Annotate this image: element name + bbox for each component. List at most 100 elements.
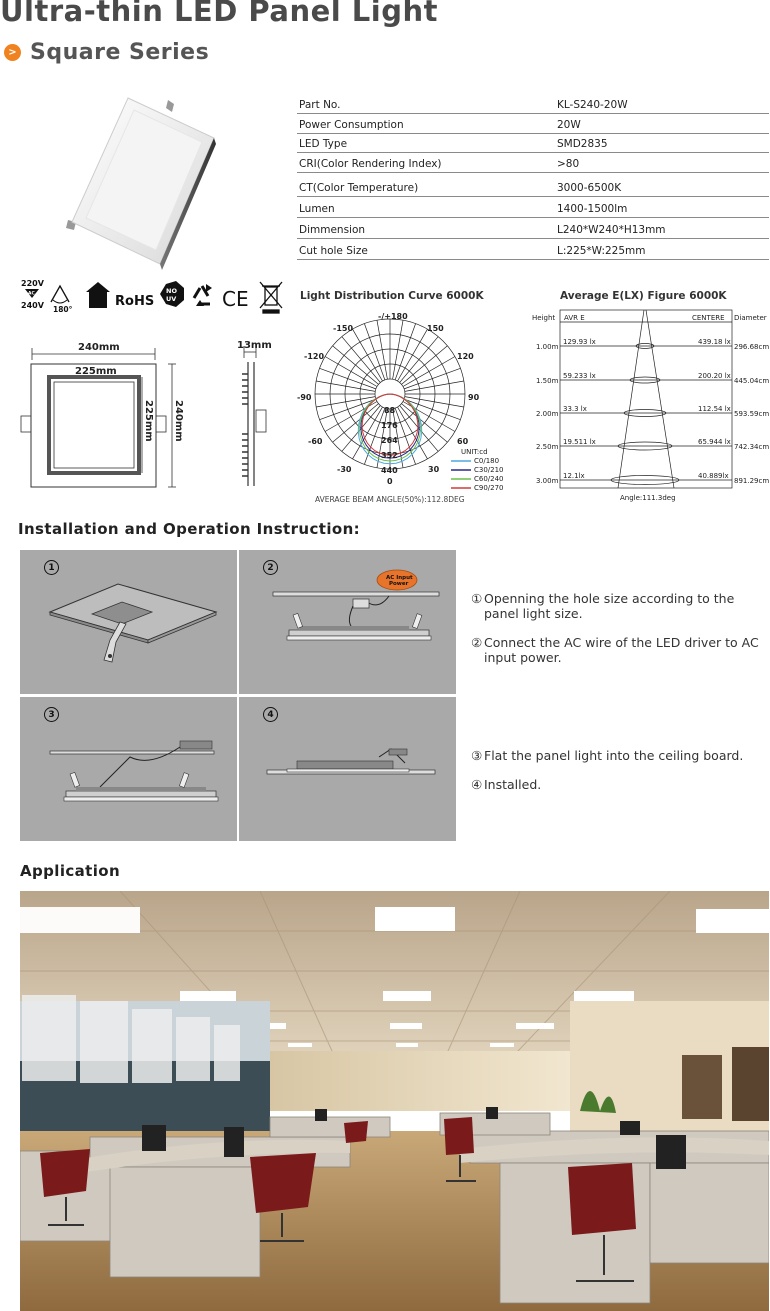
rohs-icon: RoHS [115, 294, 154, 309]
polar-curve-series [361, 393, 419, 456]
polar-spoke [401, 403, 448, 443]
polar-spoke [316, 380, 376, 392]
svg-text:-60: -60 [308, 437, 323, 446]
svg-text:Power: Power [389, 581, 409, 587]
wiring-illustration: AC Input Power [272, 569, 440, 641]
svg-text:180°: 180° [53, 305, 73, 314]
polar-spoke [392, 408, 404, 468]
svg-text:742.34cm: 742.34cm [734, 443, 769, 451]
svg-text:120: 120 [457, 352, 474, 361]
install-step-2-diagram: 2 AC Input Power [239, 550, 456, 694]
polar-spoke [319, 368, 377, 390]
polar-spoke [399, 336, 439, 383]
polar-spoke [332, 345, 379, 385]
polar-spoke [352, 406, 383, 460]
svg-text:200.20 lx: 200.20 lx [698, 372, 731, 380]
install-step-3-diagram: 3 [20, 697, 237, 841]
svg-text:240mm: 240mm [173, 400, 184, 442]
svg-text:UNIT:cd: UNIT:cd [461, 448, 488, 456]
spec-row: Part No.KL-S240-20W [297, 96, 769, 114]
polar-spoke [403, 398, 461, 420]
polar-spoke [394, 407, 416, 465]
polar-grid [314, 318, 466, 470]
install-step-4-diagram: 4 [239, 697, 456, 841]
polar-spoke [341, 336, 381, 383]
polar-spoke [319, 398, 377, 420]
spec-row: CRI(Color Rendering Index)>80 [297, 153, 769, 173]
svg-text:0: 0 [387, 477, 393, 486]
svg-text:-30: -30 [337, 465, 352, 474]
svg-text:352: 352 [381, 451, 398, 460]
svg-text:65.944 lx: 65.944 lx [698, 438, 731, 446]
polar-spoke [404, 396, 464, 408]
svg-text:AC Input: AC Input [386, 575, 413, 581]
installation-diagrams: 1 2 AC Input Power 3 [20, 550, 456, 841]
svg-text:60: 60 [457, 437, 469, 446]
step-number: 2 [263, 560, 278, 575]
svg-text:296.68cm: 296.68cm [734, 343, 769, 351]
install-step-1-diagram: 1 [20, 550, 237, 694]
installed-illustration [266, 748, 436, 775]
polar-spoke [397, 328, 428, 382]
svg-text:59.233 lx: 59.233 lx [563, 372, 596, 380]
svg-text:88: 88 [384, 406, 396, 415]
svg-text:-150: -150 [333, 324, 353, 333]
certification-icons: 220V AC 240V 180° RoHS NO UV CE [21, 279, 283, 314]
polar-spoke [404, 380, 464, 392]
installation-heading: Installation and Operation Instruction: [18, 520, 361, 538]
lux-chart-title: Average E(LX) Figure 6000K [560, 290, 727, 302]
svg-text:19.511 lx: 19.511 lx [563, 438, 596, 446]
svg-text:1.50m: 1.50m [536, 377, 559, 385]
svg-text:176: 176 [381, 421, 398, 430]
svg-text:AVR E: AVR E [564, 314, 585, 322]
polar-curves [357, 393, 423, 465]
polar-spoke [403, 368, 461, 390]
svg-text:C60/240: C60/240 [474, 475, 504, 483]
svg-text:891.29cm: 891.29cm [734, 477, 769, 485]
polar-spoke [324, 356, 378, 387]
polar-spoke [376, 320, 388, 380]
step-number: 4 [263, 707, 278, 722]
svg-text:225mm: 225mm [143, 400, 154, 442]
svg-text:3.00m: 3.00m [536, 477, 559, 485]
svg-text:Diameter: Diameter [734, 314, 767, 322]
svg-text:1.00m: 1.00m [536, 343, 559, 351]
no-uv-icon: NO UV [160, 281, 184, 307]
svg-text:264: 264 [381, 436, 398, 445]
home-icon [86, 282, 110, 308]
polar-spoke [316, 396, 376, 408]
series-subtitle: > Square Series [4, 38, 209, 66]
polar-spoke [397, 406, 428, 460]
ceiling-hole-illustration [48, 583, 218, 663]
svg-text:129.93 lx: 129.93 lx [563, 338, 596, 346]
svg-text:445.04cm: 445.04cm [734, 377, 769, 385]
recycle-icon [192, 284, 212, 306]
product-image [66, 97, 216, 270]
svg-text:40.889lx: 40.889lx [698, 472, 729, 480]
placing-illustration [49, 740, 219, 802]
svg-text:240mm: 240mm [78, 342, 120, 353]
chevron-right-icon: > [4, 43, 21, 61]
svg-text:33.3 lx: 33.3 lx [563, 405, 587, 413]
svg-text:Angle:111.3deg: Angle:111.3deg [620, 494, 676, 502]
svg-text:12.1lx: 12.1lx [563, 472, 585, 480]
spec-row: CT(Color Temperature)3000-6500K [297, 173, 769, 197]
svg-text:C30/210: C30/210 [474, 466, 504, 474]
beam-angle-icon: 180° [50, 284, 73, 314]
svg-text:225mm: 225mm [75, 366, 117, 377]
ce-icon: CE [222, 287, 249, 311]
page-title: Ultra-thin LED Panel Light [0, 0, 438, 28]
series-name: Square Series [30, 39, 210, 65]
polar-spoke [394, 323, 416, 381]
polar-curve-series [359, 393, 421, 462]
svg-text:439.18 lx: 439.18 lx [698, 338, 731, 346]
svg-text:C0/180: C0/180 [474, 457, 499, 465]
svg-text:220V: 220V [21, 279, 45, 288]
